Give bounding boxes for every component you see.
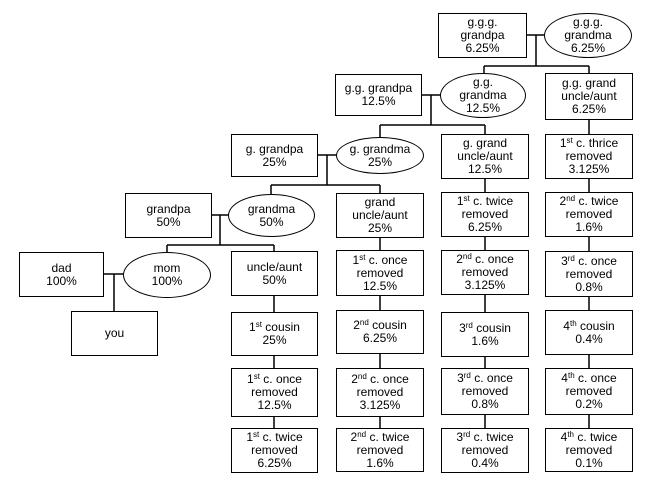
node-you: you — [71, 311, 158, 356]
connectors-group — [104, 34, 590, 429]
